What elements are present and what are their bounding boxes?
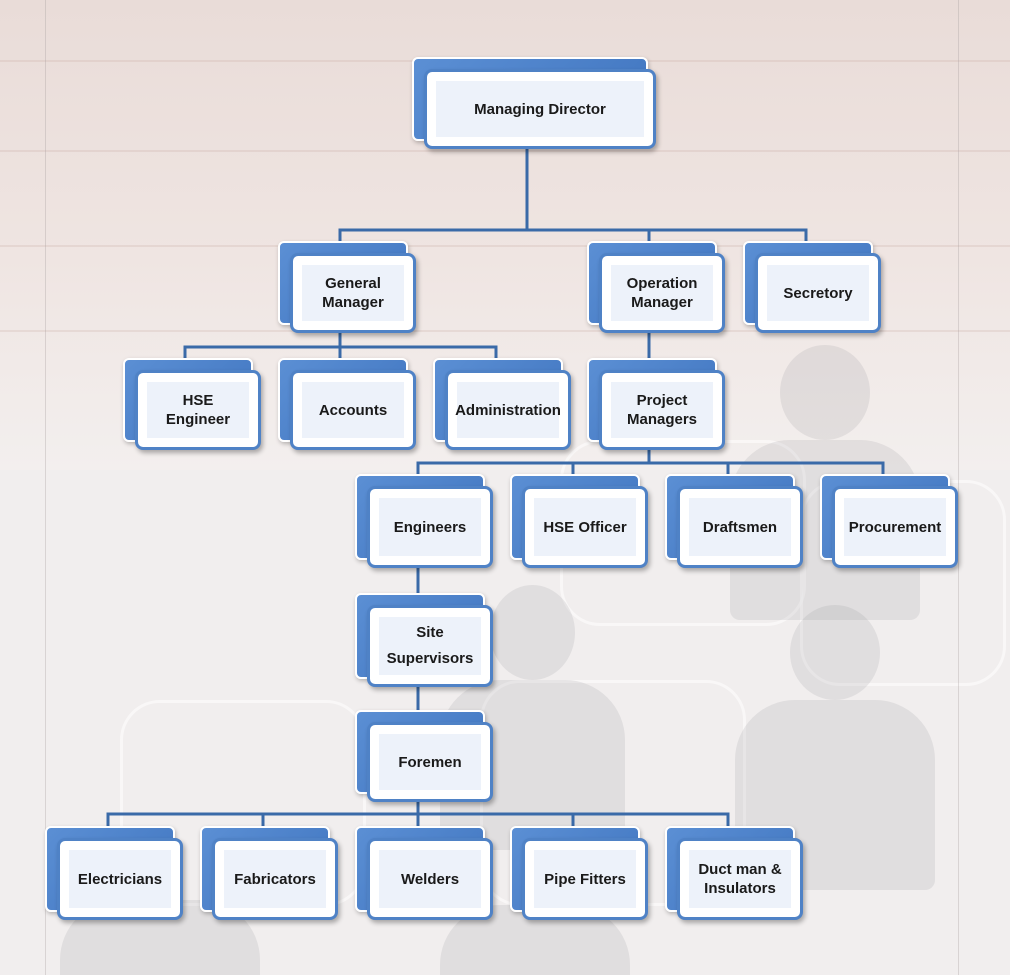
node-label: Welders xyxy=(400,870,460,888)
node-label: Engineers xyxy=(393,518,467,536)
node-label: Duct man & Insulators xyxy=(698,861,782,897)
background-margin-line xyxy=(958,0,959,975)
node-electricians: Electricians xyxy=(45,826,183,920)
node-label: Fabricators xyxy=(234,870,316,888)
node-label: Accounts xyxy=(318,401,388,419)
background-stripe xyxy=(0,245,1010,247)
background-stripe xyxy=(0,330,1010,332)
background-margin-line xyxy=(45,0,46,975)
node-label: Electricians xyxy=(77,870,163,888)
node-engineers: Engineers xyxy=(355,474,493,568)
node-hse-engineer: HSE Engineer xyxy=(123,358,261,450)
background-person-silhouette xyxy=(790,605,880,700)
node-label: Administration xyxy=(455,401,561,419)
node-administration: Administration xyxy=(433,358,571,450)
node-hse-officer: HSE Officer xyxy=(510,474,648,568)
node-label: Procurement xyxy=(848,518,942,536)
background-person-silhouette xyxy=(490,585,575,680)
node-label: Foremen xyxy=(398,753,462,771)
node-site-supervisors: Site Supervisors xyxy=(355,593,493,687)
node-label: Site Supervisors xyxy=(386,624,474,667)
background-person-silhouette xyxy=(780,345,870,440)
node-duct-man-insulators: Duct man & Insulators xyxy=(665,826,803,920)
node-pipe-fitters: Pipe Fitters xyxy=(510,826,648,920)
node-fabricators: Fabricators xyxy=(200,826,338,920)
node-general-manager: General Manager xyxy=(278,241,416,333)
node-label: HSE Engineer xyxy=(165,392,231,428)
node-welders: Welders xyxy=(355,826,493,920)
node-label: Pipe Fitters xyxy=(544,870,626,888)
background-stripe xyxy=(0,150,1010,152)
node-label: Project Managers xyxy=(626,392,698,428)
node-foremen: Foremen xyxy=(355,710,493,802)
node-draftsmen: Draftsmen xyxy=(665,474,803,568)
node-label: Draftsmen xyxy=(702,518,778,536)
node-project-managers: Project Managers xyxy=(587,358,725,450)
node-secretory: Secretory xyxy=(743,241,881,333)
node-accounts: Accounts xyxy=(278,358,416,450)
node-managing-director: Managing Director xyxy=(412,57,656,149)
node-procurement: Procurement xyxy=(820,474,958,568)
node-label: HSE Officer xyxy=(543,518,627,536)
node-label: Operation Manager xyxy=(626,275,698,311)
node-label: General Manager xyxy=(322,275,384,311)
node-label: Managing Director xyxy=(474,100,606,118)
node-label: Secretory xyxy=(783,284,853,302)
node-operation-manager: Operation Manager xyxy=(587,241,725,333)
